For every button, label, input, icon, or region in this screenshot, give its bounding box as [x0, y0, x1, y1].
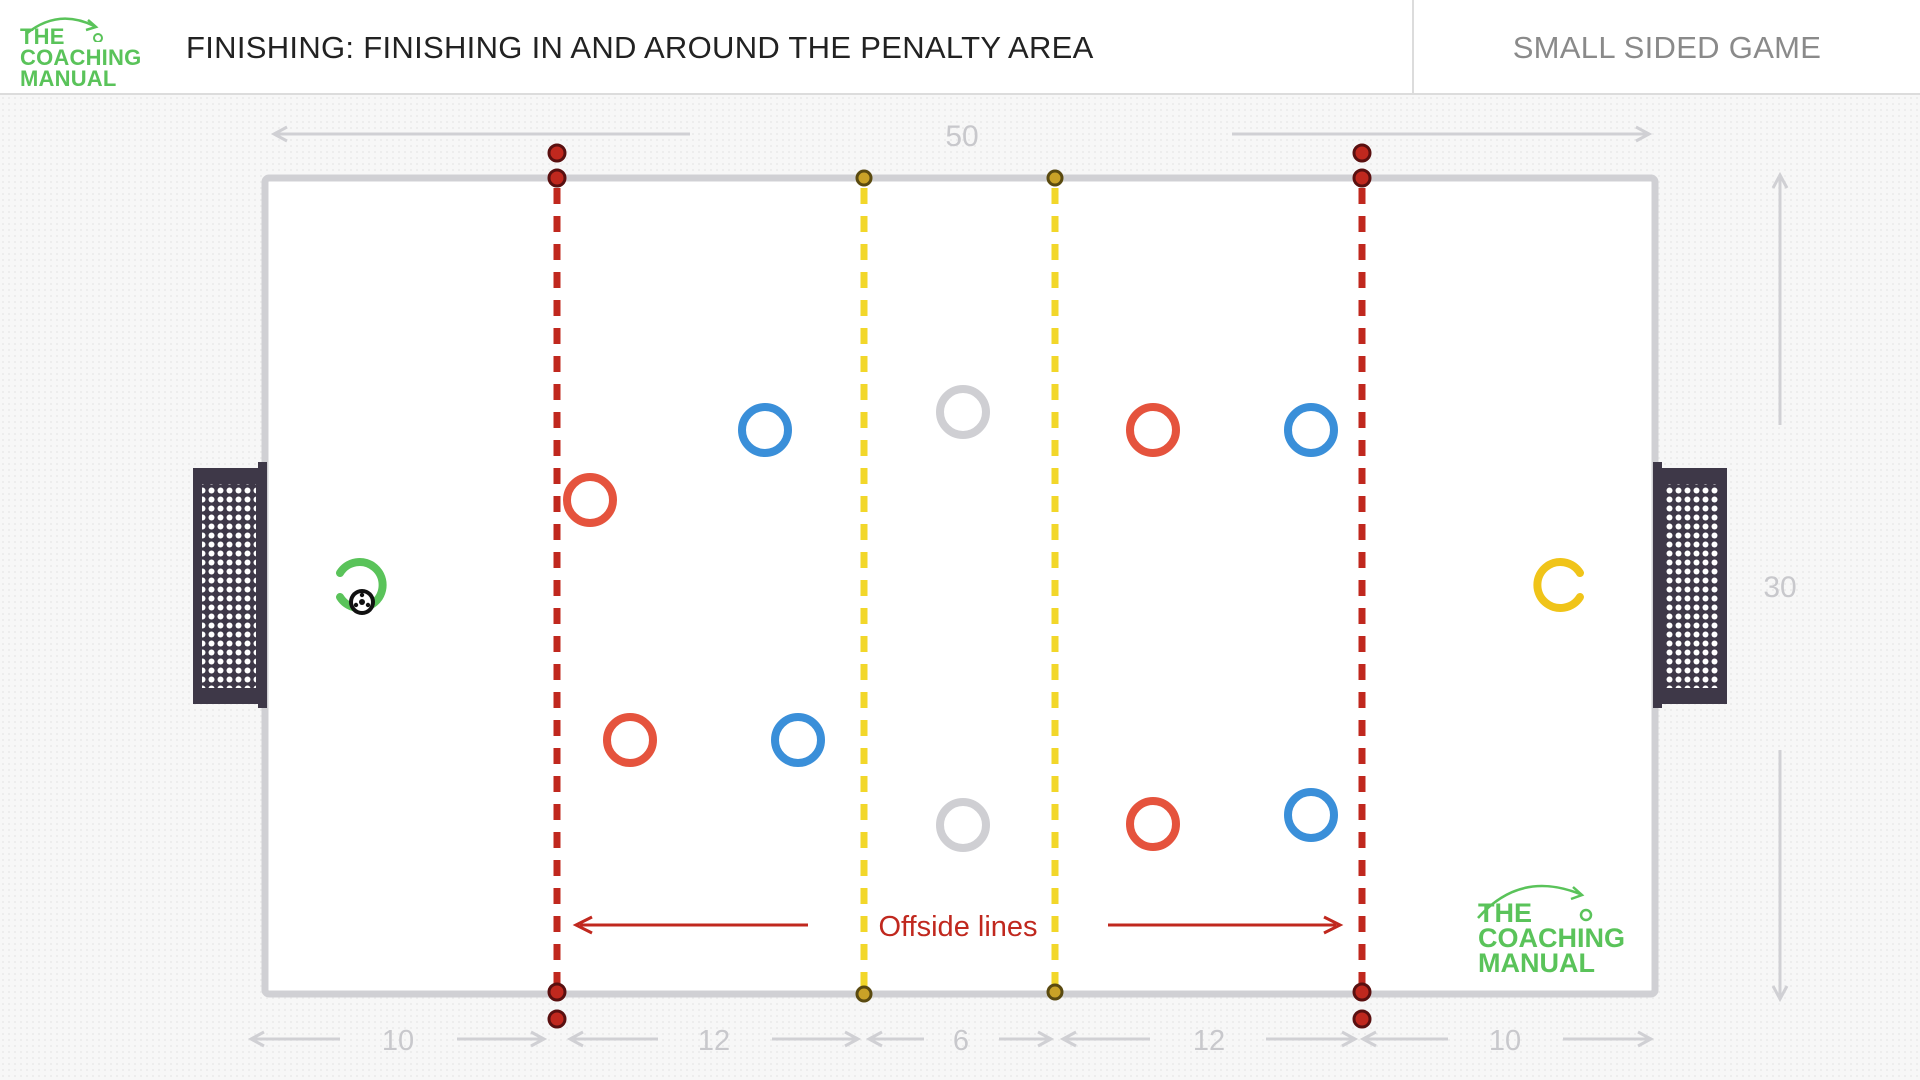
- logo-line-3: MANUAL: [20, 66, 117, 91]
- arrow-down-icon: [1771, 985, 1789, 1003]
- pitch-surface: [265, 178, 1655, 994]
- width-label: 30: [1763, 571, 1796, 604]
- header-divider: [1412, 0, 1414, 95]
- players: [336, 385, 1584, 852]
- logo-line-1: THE: [20, 24, 65, 49]
- blue-player: [1284, 788, 1338, 842]
- watermark-line-2: COACHING: [1478, 923, 1625, 953]
- red-player: [1126, 797, 1180, 851]
- arrow-right-icon: [1635, 125, 1653, 143]
- watermark-line-1: THE: [1478, 898, 1532, 928]
- offside-label: Offside lines: [878, 911, 1037, 943]
- blue-player: [1284, 403, 1338, 457]
- zone-label-3: 6: [953, 1025, 969, 1057]
- logo-arrow-icon: [1477, 884, 1581, 919]
- cone-icon: [547, 143, 567, 163]
- red-player: [603, 713, 657, 767]
- watermark-line-3: MANUAL: [1478, 948, 1595, 978]
- arrow-left-icon: [270, 125, 288, 143]
- neutral-player: [936, 798, 990, 852]
- goalkeeper-yellow: [1533, 558, 1584, 612]
- session-category: SMALL SIDED GAME: [1512, 30, 1822, 65]
- width-dimension: 30: [1763, 171, 1797, 1003]
- cone-icon: [1352, 982, 1372, 1002]
- cone-icon: [855, 169, 873, 187]
- cone-icon: [1046, 169, 1064, 187]
- zone-label-4: 12: [1193, 1025, 1225, 1057]
- zone-label-5: 10: [1489, 1025, 1521, 1057]
- red-player: [563, 473, 617, 527]
- header-bar: THE COACHING MANUAL FINISHING: FINISHING…: [0, 0, 1920, 95]
- cone-markers: [547, 143, 1372, 1029]
- cone-icon: [547, 982, 567, 1002]
- arrow-left-icon: [572, 915, 593, 935]
- zone-label-2: 12: [698, 1025, 730, 1057]
- cone-icon: [1352, 168, 1372, 188]
- red-player: [1126, 403, 1180, 457]
- offside-annotation: Offside lines: [572, 911, 1344, 943]
- cone-icon: [1352, 143, 1372, 163]
- arrow-right-icon: [1323, 915, 1344, 935]
- zone-label-1: 10: [382, 1025, 414, 1057]
- watermark-logo: THE COACHING MANUAL: [1477, 884, 1625, 978]
- cone-icon: [1046, 983, 1064, 1001]
- length-dimension: 50: [270, 120, 1653, 153]
- cone-icon: [1352, 1009, 1372, 1029]
- goal-right: [1653, 462, 1727, 708]
- blue-player: [771, 713, 825, 767]
- ball-icon: [349, 589, 375, 615]
- cone-icon: [547, 1009, 567, 1029]
- length-label: 50: [945, 120, 978, 153]
- arrow-up-icon: [1771, 171, 1789, 189]
- page-title: FINISHING: FINISHING IN AND AROUND THE P…: [186, 30, 1094, 65]
- coaching-manual-logo: THE COACHING MANUAL: [14, 12, 154, 92]
- cone-icon: [855, 985, 873, 1003]
- goal-left: [193, 462, 267, 708]
- neutral-player: [936, 385, 990, 439]
- blue-player: [738, 403, 792, 457]
- cone-icon: [547, 168, 567, 188]
- logo-arrow-icon: [25, 17, 103, 42]
- zone-dimensions: 10 12 6 12 10: [247, 1025, 1655, 1057]
- logo-line-2: COACHING: [20, 45, 142, 70]
